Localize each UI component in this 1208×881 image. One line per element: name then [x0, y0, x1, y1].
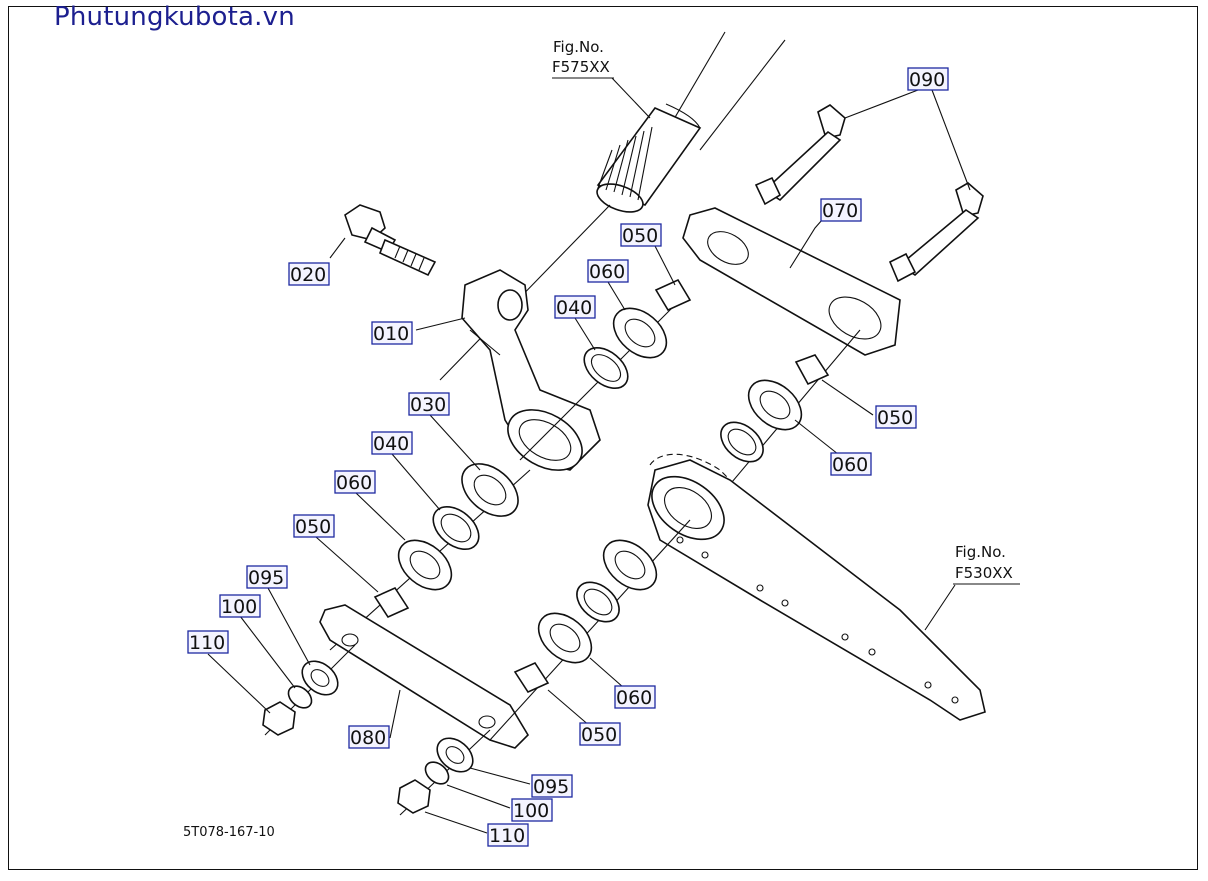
callout-060-left: 060 — [336, 472, 372, 494]
site-watermark: Phutungkubota.vn — [54, 2, 295, 32]
callout-010: 010 — [373, 323, 409, 345]
link-070 — [682, 207, 901, 356]
callout-040-upper: 040 — [556, 297, 592, 319]
link-080 — [319, 604, 530, 749]
callout-110-left: 110 — [189, 632, 225, 654]
callout-095-left: 095 — [248, 567, 284, 589]
callout-030: 030 — [410, 394, 446, 416]
drawing-code: 5T078-167-10 — [183, 825, 275, 840]
steering-shaft — [596, 31, 786, 213]
right-bushings — [699, 329, 861, 521]
callout-050-right: 050 — [877, 407, 913, 429]
ref-f575-line1: Fig.No. — [553, 38, 604, 56]
bolts-090 — [754, 104, 984, 283]
left-nut-washers — [262, 644, 356, 736]
left-bushings — [329, 463, 531, 651]
callout-095-lower: 095 — [533, 776, 569, 798]
callout-040-left: 040 — [373, 433, 409, 455]
arm-f530xx — [647, 453, 986, 721]
callout-020: 020 — [290, 264, 326, 286]
callout-050-lower: 050 — [581, 724, 617, 746]
pitman-arm-010 — [461, 269, 601, 471]
ref-f530-line1: Fig.No. — [955, 543, 1006, 561]
callout-100-lower: 100 — [513, 800, 549, 822]
callout-100-left: 100 — [221, 596, 257, 618]
ref-f530-line2: F530XX — [955, 564, 1013, 582]
callout-090: 090 — [909, 69, 945, 91]
callout-110-lower: 110 — [489, 825, 525, 847]
callout-080: 080 — [350, 727, 386, 749]
bolt-020 — [344, 204, 437, 277]
callout-060-upper: 060 — [589, 261, 625, 283]
lower-bushings — [489, 519, 691, 741]
callout-060-lower: 060 — [616, 687, 652, 709]
callout-070: 070 — [822, 200, 858, 222]
right-nut-washers — [397, 729, 491, 816]
callout-050-left: 050 — [295, 516, 331, 538]
callout-050-upper: 050 — [622, 225, 658, 247]
callout-060-right: 060 — [832, 454, 868, 476]
ref-f575-line2: F575XX — [552, 58, 610, 76]
upper-bushings — [519, 278, 692, 461]
